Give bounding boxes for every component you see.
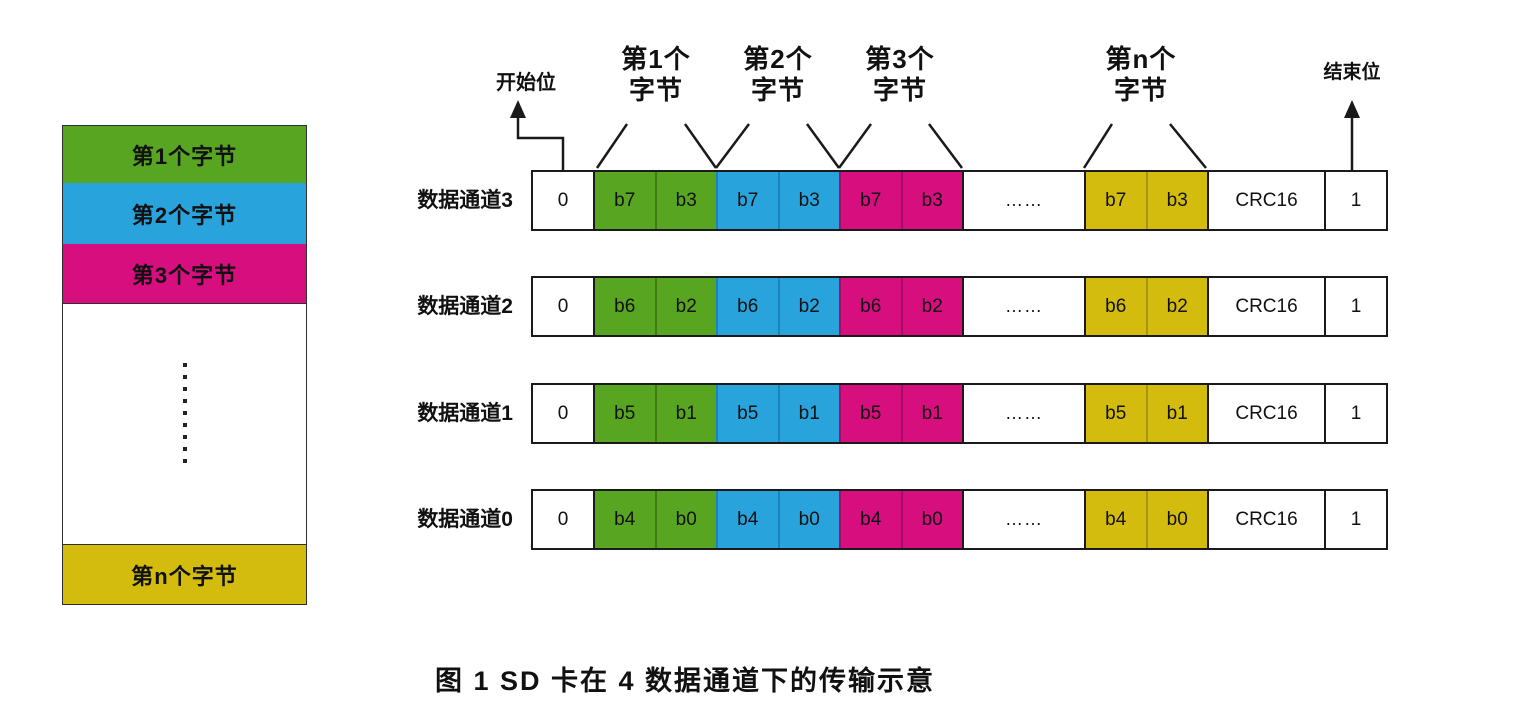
cell-bit-b5: b5 — [1084, 385, 1146, 442]
channel-label-2: 数据通道2 — [417, 295, 513, 318]
cell-bit-b3: b3 — [900, 172, 962, 229]
start-bit-connector — [516, 114, 565, 170]
cell-bit-b2: b2 — [777, 278, 839, 335]
cell-bit-b4: b4 — [716, 491, 778, 548]
cell-end: 1 — [1324, 172, 1386, 229]
byte-group-label-line2: 字节 — [872, 75, 927, 105]
pointer-line — [837, 123, 873, 169]
cell-bit-b6: b6 — [716, 278, 778, 335]
cell-bit-b7: b7 — [716, 172, 778, 229]
cell-bit-b7: b7 — [839, 172, 901, 229]
cell-start: 0 — [533, 491, 593, 548]
byte-group-label-1: 第1个 字节 — [621, 44, 690, 106]
cell-dots: …… — [962, 385, 1084, 442]
cell-bit-b6: b6 — [1084, 278, 1146, 335]
stack-band-label: 第1个字节 — [131, 143, 238, 169]
byte-group-label-2: 第2个 字节 — [743, 44, 812, 106]
pointer-line — [1082, 123, 1114, 169]
byte-group-label-3: 第3个 字节 — [865, 44, 934, 106]
cell-bit-b4: b4 — [839, 491, 901, 548]
stack-band-5: 第n个字节 — [63, 545, 306, 604]
cell-bit-b0: b0 — [1145, 491, 1207, 548]
byte-group-label-line2: 字节 — [750, 75, 805, 105]
pointer-line — [805, 123, 841, 169]
cell-bit-b1: b1 — [1145, 385, 1207, 442]
cell-bit-b2: b2 — [900, 278, 962, 335]
byte-group-label-n: 第n个 字节 — [1106, 44, 1177, 106]
cell-bit-b3: b3 — [1145, 172, 1207, 229]
start-bit-label: 开始位 — [496, 72, 556, 94]
cell-bit-b5: b5 — [839, 385, 901, 442]
cell-bit-b4: b4 — [1084, 491, 1146, 548]
byte-group-label-line2: 字节 — [628, 75, 683, 105]
cell-bit-b6: b6 — [593, 278, 655, 335]
cell-bit-b5: b5 — [593, 385, 655, 442]
cell-bit-b3: b3 — [654, 172, 716, 229]
stack-band-label: 第2个字节 — [131, 202, 238, 228]
figure-caption: 图 1 SD 卡在 4 数据通道下的传输示意 — [434, 666, 936, 696]
cell-crc: CRC16 — [1207, 278, 1324, 335]
end-bit-label: 结束位 — [1323, 62, 1381, 83]
pointer-line — [683, 123, 718, 169]
cell-bit-b7: b7 — [593, 172, 655, 229]
cell-end: 1 — [1324, 385, 1386, 442]
cell-end: 1 — [1324, 278, 1386, 335]
cell-bit-b1: b1 — [654, 385, 716, 442]
cell-bit-b0: b0 — [777, 491, 839, 548]
cell-crc: CRC16 — [1207, 172, 1324, 229]
pointer-line — [928, 123, 963, 169]
stack-band-label: 第n个字节 — [131, 563, 238, 589]
byte-group-label-line1: 第2个 — [743, 44, 813, 74]
cell-bit-b6: b6 — [839, 278, 901, 335]
cell-crc: CRC16 — [1207, 385, 1324, 442]
pointer-line — [715, 123, 750, 169]
stack-band-2: 第2个字节 — [63, 183, 306, 244]
channel-label-0: 数据通道0 — [417, 508, 513, 531]
byte-group-label-line1: 第1个 — [621, 44, 691, 74]
cell-bit-b7: b7 — [1084, 172, 1146, 229]
cell-bit-b0: b0 — [654, 491, 716, 548]
cell-start: 0 — [533, 172, 593, 229]
cell-dots: …… — [962, 491, 1084, 548]
cell-bit-b1: b1 — [777, 385, 839, 442]
cell-bit-b2: b2 — [654, 278, 716, 335]
cell-bit-b5: b5 — [716, 385, 778, 442]
channel-label-1: 数据通道1 — [417, 402, 513, 425]
stack-band-1: 第1个字节 — [63, 126, 306, 183]
stack-band-label: 第3个字节 — [131, 262, 238, 288]
cell-start: 0 — [533, 278, 593, 335]
stack-band-4 — [63, 303, 306, 545]
byte-group-label-line2: 字节 — [1113, 75, 1169, 105]
up-arrow-icon — [1344, 100, 1360, 118]
up-arrow-icon — [510, 100, 526, 118]
cell-dots: …… — [962, 172, 1084, 229]
cell-bit-b4: b4 — [593, 491, 655, 548]
byte-stack: 第1个字节第2个字节第3个字节第n个字节 — [62, 125, 307, 605]
cell-end: 1 — [1324, 491, 1386, 548]
cell-bit-b2: b2 — [1145, 278, 1207, 335]
cell-start: 0 — [533, 385, 593, 442]
pointer-line — [1169, 123, 1207, 169]
pointer-line — [595, 123, 629, 169]
byte-group-label-line1: 第n个 — [1105, 44, 1177, 74]
vertical-ellipsis — [182, 363, 187, 465]
cell-crc: CRC16 — [1207, 491, 1324, 548]
cell-bit-b1: b1 — [900, 385, 962, 442]
cell-bit-b3: b3 — [777, 172, 839, 229]
channel-label-3: 数据通道3 — [417, 189, 513, 212]
byte-group-label-line1: 第3个 — [865, 44, 935, 74]
cell-bit-b0: b0 — [900, 491, 962, 548]
stack-band-3: 第3个字节 — [63, 244, 306, 303]
cell-dots: …… — [962, 278, 1084, 335]
